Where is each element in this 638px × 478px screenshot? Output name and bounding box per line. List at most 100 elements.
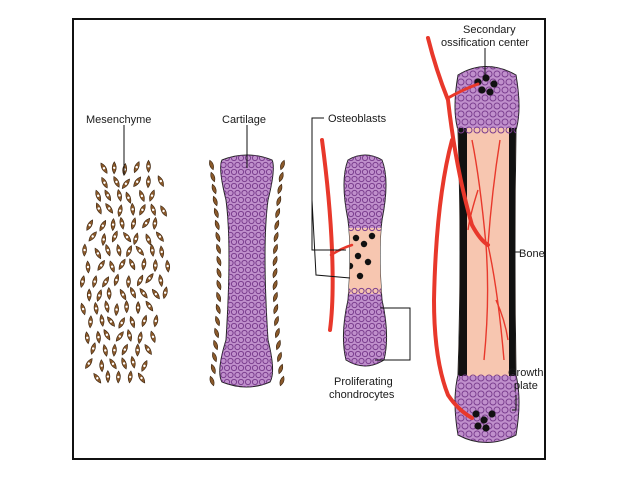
- mesenchymal-cell: [96, 330, 101, 344]
- label-osteoblasts: Osteoblasts: [328, 113, 387, 125]
- mesenchymal-cell: [122, 163, 128, 176]
- mesenchymal-cell: [99, 219, 107, 232]
- mesenchymal-cell: [127, 329, 132, 342]
- mesenchymal-cell: [104, 300, 110, 314]
- mesenchymal-cell: [126, 275, 131, 289]
- mesenchymal-cell: [97, 259, 105, 271]
- mesenchymal-cell: [137, 331, 143, 345]
- mesenchymal-cell: [110, 218, 116, 232]
- label-secondary-ossification-2: ossification center: [441, 37, 529, 49]
- mesenchymal-cell: [150, 330, 156, 344]
- mesenchymal-cell: [121, 178, 130, 189]
- mesenchymal-cell: [135, 301, 141, 315]
- mesenchymal-cell: [111, 230, 118, 243]
- leader-lines: [123, 48, 520, 411]
- mesenchymal-cell: [106, 286, 112, 301]
- mesenchymal-cell: [133, 232, 139, 246]
- mesenchymal-cell: [141, 359, 148, 372]
- mesenchymal-cell: [113, 176, 120, 188]
- mesenchymal-cell: [86, 288, 92, 302]
- mesenchymal-cell: [157, 175, 164, 187]
- mesenchymal-cell: [159, 245, 165, 259]
- mesenchymal-cell: [85, 260, 91, 274]
- mesenchymal-cell: [146, 175, 151, 189]
- mesenchymal-cell: [117, 204, 123, 218]
- mesenchymal-cell: [95, 202, 102, 215]
- mesenchymal-cell: [117, 189, 122, 202]
- mesenchymal-cell: [84, 331, 90, 345]
- label-mesenchyme: Mesenchyme: [86, 114, 151, 126]
- mesenchymal-cell: [149, 243, 155, 257]
- mesenchymal-cell: [130, 202, 135, 216]
- label-proliferating-chondrocytes-1: Proliferating: [334, 376, 393, 388]
- mesenchymal-cell: [104, 189, 111, 202]
- mesenchymal-cell: [80, 302, 86, 316]
- mesenchymal-cell: [99, 313, 105, 327]
- mesenchymal-cell: [126, 245, 132, 258]
- mesenchymal-cell: [116, 370, 121, 384]
- mesenchymal-cell: [133, 176, 142, 188]
- mesenchymal-cell: [88, 231, 97, 242]
- mesenchymal-cell: [105, 203, 114, 214]
- mesenchymal-cell: [90, 342, 96, 355]
- mesenchymal-cell: [109, 260, 115, 273]
- mesenchymal-cell: [129, 258, 136, 271]
- mesenchymal-cell: [114, 303, 119, 317]
- mesenchymal-cell: [116, 243, 122, 257]
- mesenchymal-cell: [124, 300, 129, 314]
- mesenchymal-cell: [115, 331, 124, 342]
- cortical-bone-left: [458, 128, 467, 376]
- mesenchymal-cell: [118, 317, 125, 329]
- mesenchymal-cell: [103, 329, 111, 341]
- label-proliferating-chondrocytes-2: chondrocytes: [329, 389, 395, 401]
- mesenchymal-cell: [135, 245, 145, 256]
- mesenchymal-cell: [96, 289, 102, 302]
- mesenchymal-cell: [109, 358, 117, 370]
- mesenchymal-cell: [105, 243, 111, 257]
- mesenchymal-cell: [145, 300, 154, 312]
- mesenchymal-cell: [130, 355, 136, 369]
- mesenchymal-cell: [139, 288, 148, 299]
- mesenchymal-cell: [145, 233, 152, 246]
- long-bone-model: [426, 36, 520, 443]
- mesenchymal-cell: [153, 314, 159, 328]
- mesenchymal-cell: [160, 205, 167, 217]
- mesenchymal-cell: [127, 370, 133, 384]
- mesenchymal-cell: [135, 343, 140, 357]
- mesenchymal-cell: [121, 357, 127, 370]
- mesenchymal-cell: [88, 315, 93, 329]
- mesenchymal-cell: [165, 259, 171, 273]
- mesenchymal-cell: [145, 273, 154, 284]
- mesenchymal-cell: [95, 189, 101, 202]
- label-growth-plate-1: Growth: [508, 367, 543, 379]
- mesenchymal-cell: [141, 314, 147, 328]
- label-cartilage: Cartilage: [222, 114, 266, 126]
- mesenchymal-cell: [119, 216, 125, 230]
- mesenchymal-cell: [105, 370, 111, 384]
- mesenchyme-cluster: [80, 159, 171, 384]
- cartilage-model: [209, 154, 285, 388]
- mesenchymal-cell: [86, 219, 93, 231]
- label-secondary-ossification-1: Secondary: [463, 24, 516, 36]
- mesenchymal-cell: [93, 372, 102, 384]
- mesenchymal-cell: [133, 161, 140, 174]
- mesenchymal-cell: [137, 372, 146, 384]
- mesenchymal-cell: [119, 288, 127, 301]
- mesenchymal-cell: [102, 276, 109, 288]
- mesenchymal-cell: [130, 286, 136, 299]
- mesenchymal-cell: [93, 301, 99, 315]
- mesenchymal-cell: [144, 344, 152, 355]
- mesenchymal-cell: [162, 286, 168, 300]
- mesenchymal-cell: [123, 231, 132, 243]
- mesenchymal-cell: [125, 191, 132, 204]
- blood-vessel-lower: [431, 138, 474, 420]
- mesenchymal-cell: [111, 161, 117, 175]
- mesenchymal-cell: [113, 273, 119, 287]
- mesenchymal-cell: [139, 203, 146, 216]
- mesenchymal-cell: [141, 257, 147, 271]
- mesenchymal-cell: [130, 217, 137, 230]
- mesenchymal-cell: [118, 258, 126, 270]
- label-growth-plate-2: plate: [514, 380, 538, 392]
- mesenchymal-cell: [153, 258, 158, 273]
